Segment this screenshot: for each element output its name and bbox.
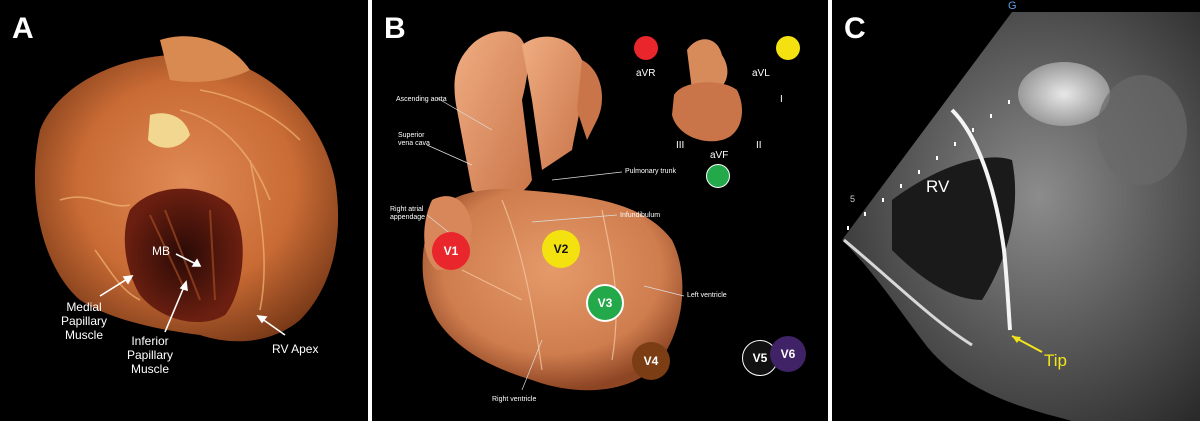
rv-label: RV — [926, 177, 950, 196]
v6-electrode: V6 — [770, 336, 806, 372]
right-ventricle-label: Right ventricle — [492, 396, 537, 403]
mb-label: MB — [152, 244, 170, 258]
great-vessels — [454, 31, 532, 199]
inferior-arrow — [164, 281, 187, 333]
infundibulum-label: Infundibulum — [620, 212, 661, 219]
heart-body-shape — [422, 189, 683, 391]
rv-cavity — [892, 157, 1016, 300]
bright-structure — [1018, 62, 1110, 126]
panel-b-lead-placement: B Ascending aorta Superior vena cava Pul… — [372, 0, 828, 421]
panel-c-image — [842, 12, 1200, 421]
lead-i-label: I — [780, 94, 783, 105]
panel-c-letter: C — [844, 12, 866, 45]
tip-label: Tip — [1044, 351, 1067, 370]
avf-label: aVF — [710, 150, 729, 161]
rv-apex-label: RV Apex — [272, 342, 319, 356]
avf-electrode — [706, 164, 730, 188]
medial-papillary-label: Medial Papillary Muscle — [60, 300, 108, 342]
avr-label: aVR — [636, 68, 656, 79]
avr-electrode — [634, 36, 658, 60]
v1-electrode: V1 — [432, 232, 470, 270]
left-ventricle-label: Left ventricle — [687, 292, 727, 299]
panel-b-image — [422, 31, 742, 391]
svc-label: Superior vena cava — [398, 132, 430, 147]
catheter-line — [950, 108, 1012, 331]
v4-electrode: V4 — [632, 342, 670, 380]
depth-scale-label: 5 — [850, 194, 856, 204]
v2-electrode: V2 — [542, 230, 580, 268]
panel-a-letter: A — [12, 12, 34, 45]
avl-label: aVL — [752, 68, 770, 79]
right-atrial-appendage-label: Right atrial appendage — [390, 206, 426, 221]
mini-heart — [672, 82, 742, 142]
orientation-marker: G — [1008, 0, 1017, 12]
inferior-papillary-label: Inferior Papillary Muscle — [126, 334, 174, 376]
panel-a-image — [34, 36, 339, 342]
avl-electrode — [776, 36, 800, 60]
v3-electrode: V3 — [586, 284, 624, 322]
ascending-aorta-label: Ascending aorta — [396, 96, 447, 103]
panel-b-letter: B — [384, 12, 406, 45]
panel-a-heart-specimen: A MB Medial Papillary Muscle Inferior Pa… — [0, 0, 368, 421]
lead-iii-label: III — [676, 140, 685, 151]
pulmonary-trunk-label: Pulmonary trunk — [625, 168, 676, 175]
lead-ii-label: II — [756, 140, 762, 151]
panel-c-echocardiogram: C RV Tip G 5 — [832, 0, 1200, 421]
